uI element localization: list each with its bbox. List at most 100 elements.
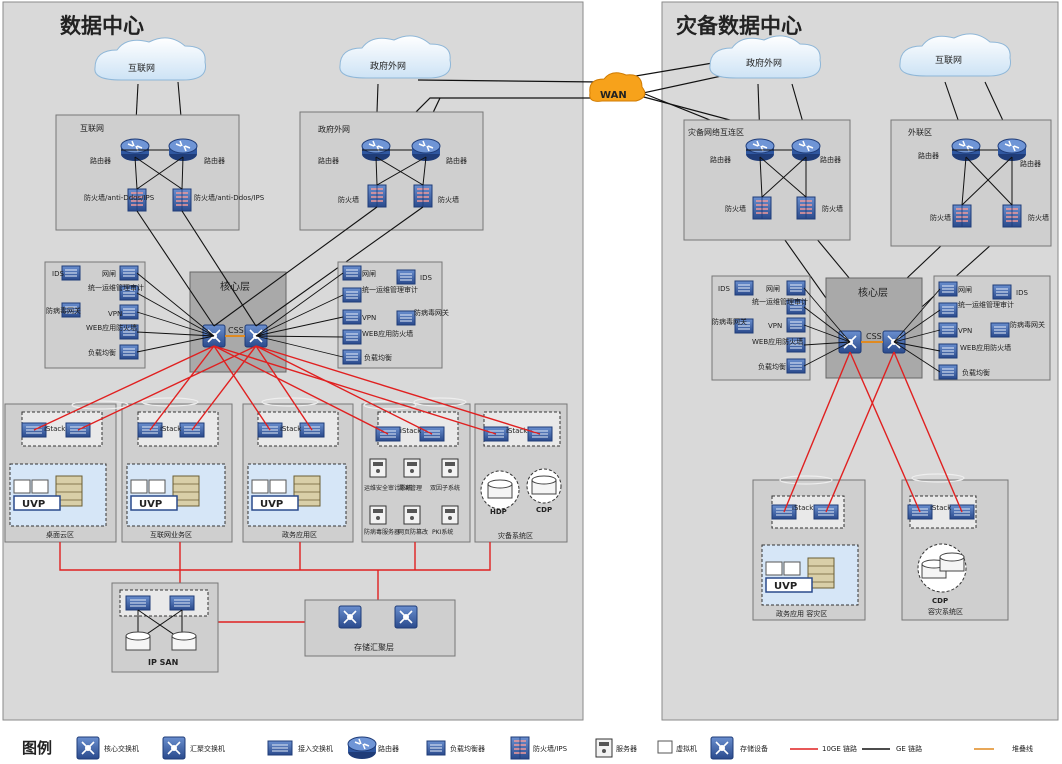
label-text: 路由器 xyxy=(90,156,111,165)
label-text: 路由器 xyxy=(204,156,225,165)
label-text: 负载均衡 xyxy=(88,348,116,357)
label-text: 路由器 xyxy=(318,156,339,165)
label-text: 网闸 xyxy=(362,270,376,278)
fw-icon xyxy=(1002,204,1022,228)
storage-icon xyxy=(531,475,557,495)
label-text: 防火墙 xyxy=(338,195,359,204)
router-icon xyxy=(347,736,377,760)
label-text: iStack xyxy=(506,427,528,435)
label-text: 防火墙/anti-Ddos/IPS xyxy=(84,193,155,202)
label-text: 漏洞管理 xyxy=(398,484,422,492)
label-text: 网闸 xyxy=(766,285,780,293)
server-icon xyxy=(403,458,421,478)
label-text: VPN xyxy=(958,327,972,335)
cloud-wan: WAN xyxy=(589,72,646,102)
label-text: 政务应用区 xyxy=(282,530,317,539)
label-text: 互联网 xyxy=(80,124,104,133)
label-text: 防病毒服务器 xyxy=(364,528,400,536)
label-text: 路由器 xyxy=(378,744,399,753)
server-icon xyxy=(369,458,387,478)
label-text: iStack xyxy=(44,425,66,433)
label-text: 服务器 xyxy=(616,744,637,753)
server-icon xyxy=(441,458,459,478)
svc-icon xyxy=(786,317,806,333)
core-icon xyxy=(394,605,418,629)
label-text: 路由器 xyxy=(1020,159,1041,168)
server-icon xyxy=(441,505,459,525)
dr-interconnect-zone: 灾备网络互连区 路由器 路由器 防火墙 防火墙 xyxy=(683,119,851,241)
label-text: 图例 xyxy=(22,739,52,757)
dc-zone-desktop: iStack UVP 桌面云区 xyxy=(4,403,117,543)
label-text: 负载均衡 xyxy=(962,368,990,377)
legend: 图例 核心交换机 汇聚交换机 接入交换机 路由器 负载均衡器 防火墙/IPS 服… xyxy=(22,736,1033,760)
label-text: WEB应用防火墙 xyxy=(362,329,413,338)
firewall-icon xyxy=(510,736,530,760)
storage-icon xyxy=(487,479,513,499)
dc-zone-internet-business: iStack UVP 互联网业务区 xyxy=(121,403,233,543)
ip-san-zone: IP SAN xyxy=(111,582,219,673)
label-text: 核心层 xyxy=(858,286,888,299)
server-icon xyxy=(403,505,421,525)
svc-icon xyxy=(938,302,958,318)
svc-icon xyxy=(342,265,362,281)
label-text: CSS xyxy=(228,326,244,335)
label-text: 网闸 xyxy=(958,286,972,294)
cloud-dc-internet: 互联网 xyxy=(94,37,207,81)
dc-internet-zone: 互联网 路由器 路由器 防火墙/anti-Ddos/IPS 防火墙/anti-D… xyxy=(55,114,265,231)
label-text: 外联区 xyxy=(908,127,932,137)
label-text: 堆叠线 xyxy=(1012,744,1033,753)
label-text: 防火墙 xyxy=(930,213,951,222)
svc-icon xyxy=(734,280,754,296)
load-balancer-icon xyxy=(426,740,446,756)
label-text: WEB应用防火墙 xyxy=(960,343,1011,352)
label-text: 核心层 xyxy=(220,280,250,293)
vm-icon xyxy=(657,740,673,754)
storage-device-icon xyxy=(710,736,734,760)
label-text: WEB应用防火墙 xyxy=(752,337,803,346)
label-text: WEB应用防火墙 xyxy=(86,323,137,332)
svc-icon xyxy=(119,344,139,360)
dc-gov-zone: 政府外网 路由器 路由器 防火墙 防火墙 xyxy=(299,111,484,231)
label-text: iStack xyxy=(280,425,302,433)
label-text: 运维安全审计系统 xyxy=(364,484,412,492)
dc-zone-security: iStack 运维安全审计系统 漏洞管理 双因子系统 防病毒服务器 网页防篡改 … xyxy=(361,403,471,543)
cloud-label: 互联网 xyxy=(935,55,962,66)
svc-icon xyxy=(396,310,416,326)
label-text: iStack xyxy=(400,427,422,435)
label-text: 政务应用 容灾区 xyxy=(776,609,827,618)
server-icon xyxy=(369,505,387,525)
dc-core-zone: 核心层 CSS xyxy=(189,271,287,373)
label-text: iStack xyxy=(792,504,814,512)
core-icon xyxy=(338,605,362,629)
svc-icon xyxy=(342,287,362,303)
label-text: 负载均衡 xyxy=(364,353,392,362)
label-text: 接入交换机 xyxy=(298,744,333,753)
label-text: 虚拟机 xyxy=(676,744,697,753)
svc-icon xyxy=(342,329,362,345)
label-text: 防火墙 xyxy=(822,204,843,213)
access-switch-icon xyxy=(267,740,293,756)
cloud-label: 政府外网 xyxy=(746,57,782,69)
cloud-label: 互联网 xyxy=(128,63,155,74)
label-text: PKI系统 xyxy=(432,528,453,536)
label-text: VPN xyxy=(362,314,376,322)
label-text: 灾备网络互连区 xyxy=(688,127,744,137)
fw-icon xyxy=(796,196,816,220)
label-text: 互联网业务区 xyxy=(150,530,192,539)
firewall-icon xyxy=(367,184,387,208)
label-text: GE 链路 xyxy=(896,744,922,753)
cloud-dr-gov: 政府外网 xyxy=(709,35,822,79)
label-text: 路由器 xyxy=(710,155,731,164)
label-text: 灾备系统区 xyxy=(498,531,533,540)
svc-icon xyxy=(938,364,958,380)
svc-icon xyxy=(119,265,139,281)
cloud-dc-gov: 政府外网 xyxy=(339,35,452,79)
label-text: UVP xyxy=(22,499,45,510)
label-text: 防病毒网关 xyxy=(712,317,747,326)
label-text: 负载均衡器 xyxy=(450,744,485,753)
label-text: 统一运维管理审计 xyxy=(752,297,808,306)
dr-core-zone: 核心层 CSS xyxy=(825,277,923,379)
dc-zone-gov-app: iStack UVP 政务应用区 xyxy=(242,403,354,543)
label-text: 汇聚交换机 xyxy=(190,744,225,753)
label-text: 网闸 xyxy=(102,270,116,278)
